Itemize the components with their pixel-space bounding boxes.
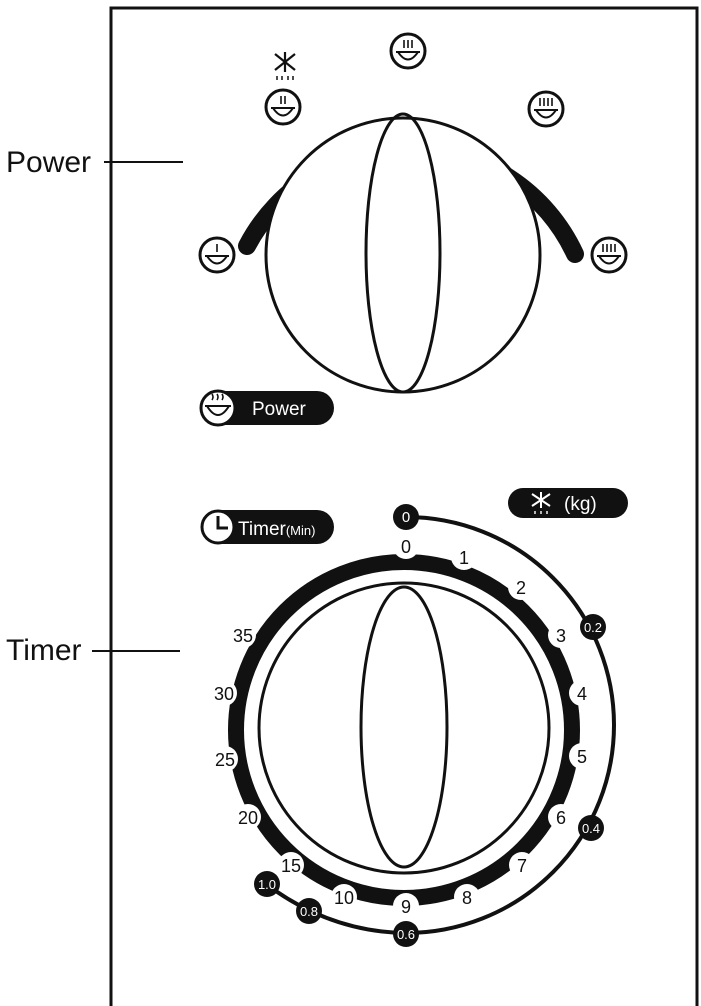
weight-badge-snowflake-icon [531,492,551,514]
timer-knob-grip[interactable] [359,585,449,869]
weight-mark-label: 0.8 [300,904,318,919]
timer-dial[interactable] [228,554,580,906]
timer-badge: Timer(Min) [200,509,334,545]
medium-high-pot-icon [527,90,565,128]
timer-mark-notch [508,574,534,600]
timer-minute-label: 6 [556,808,566,828]
timer-mark-notch [331,884,357,910]
timer-mark-notch [548,804,574,830]
timer-mark-notch [211,680,237,706]
timer-minute-label: 10 [334,888,354,908]
weight-mark-dot [296,898,322,924]
timer-minute-label: 4 [577,684,587,704]
weight-mark-dot [578,815,604,841]
timer-minute-label: 7 [517,856,527,876]
power-badge: Power [199,389,334,427]
weight-mark-label: 0.2 [584,620,602,635]
power-dial[interactable] [238,112,584,394]
medium-pot-icon [389,32,427,70]
weight-mark-dot [254,871,280,897]
timer-minute-label: 2 [516,578,526,598]
timer-mark-notch [509,852,535,878]
timer-minute-label: 30 [214,684,234,704]
timer-mark-notch [569,680,595,706]
weight-badge: (kg) [508,488,628,518]
timer-mark-notch [548,622,574,648]
callout-power-label: Power [6,146,92,179]
timer-minute-label: 3 [556,626,566,646]
power-knob-grip[interactable] [364,112,442,394]
power-badge-label: Power [252,399,307,420]
weight-badge-label: (kg) [564,494,597,515]
timer-minute-label: 25 [215,750,235,770]
timer-mark-notch [212,746,238,772]
timer-minute-label: 0 [401,537,411,557]
timer-badge-unit: (Min) [286,523,316,538]
power-knob[interactable] [264,116,542,394]
weight-mark-label: 0.4 [582,821,600,836]
timer-mark-notch [230,622,256,648]
snowflake-icon [274,52,296,80]
weight-mark-label: 0.6 [397,927,415,942]
timer-mark-notch [451,544,477,570]
timer-mark-notch [454,884,480,910]
low-pot-icon [198,236,236,274]
timer-badge-label: Timer [238,519,287,540]
timer-mark-notch [235,804,261,830]
svg-text:Timer(Min): Timer(Min) [238,519,315,540]
timer-mark-notch [393,533,419,559]
timer-minute-label: 20 [238,808,258,828]
medium-low-pot-icon [264,88,302,126]
panel-frame [109,6,699,1006]
timer-minute-label: 5 [577,747,587,767]
timer-minute-label: 1 [459,548,469,568]
timer-mark-notch [569,743,595,769]
weight-mark-dot [580,614,606,640]
timer-minute-label: 15 [281,856,301,876]
weight-scale-arc [264,515,616,936]
timer-minute-label: 35 [233,626,253,646]
timer-minute-label: 8 [462,888,472,908]
callout-timer-label: Timer [6,634,82,667]
weight-mark-label: 0 [402,509,410,526]
high-pot-icon [590,236,628,274]
weight-mark-dot [393,921,419,947]
timer-minute-label: 9 [401,897,411,917]
timer-knob[interactable] [257,581,551,875]
timer-mark-notch [278,852,304,878]
timer-mark-notch [393,893,419,919]
weight-mark-dot [393,504,419,530]
weight-mark-label: 1.0 [258,877,276,892]
